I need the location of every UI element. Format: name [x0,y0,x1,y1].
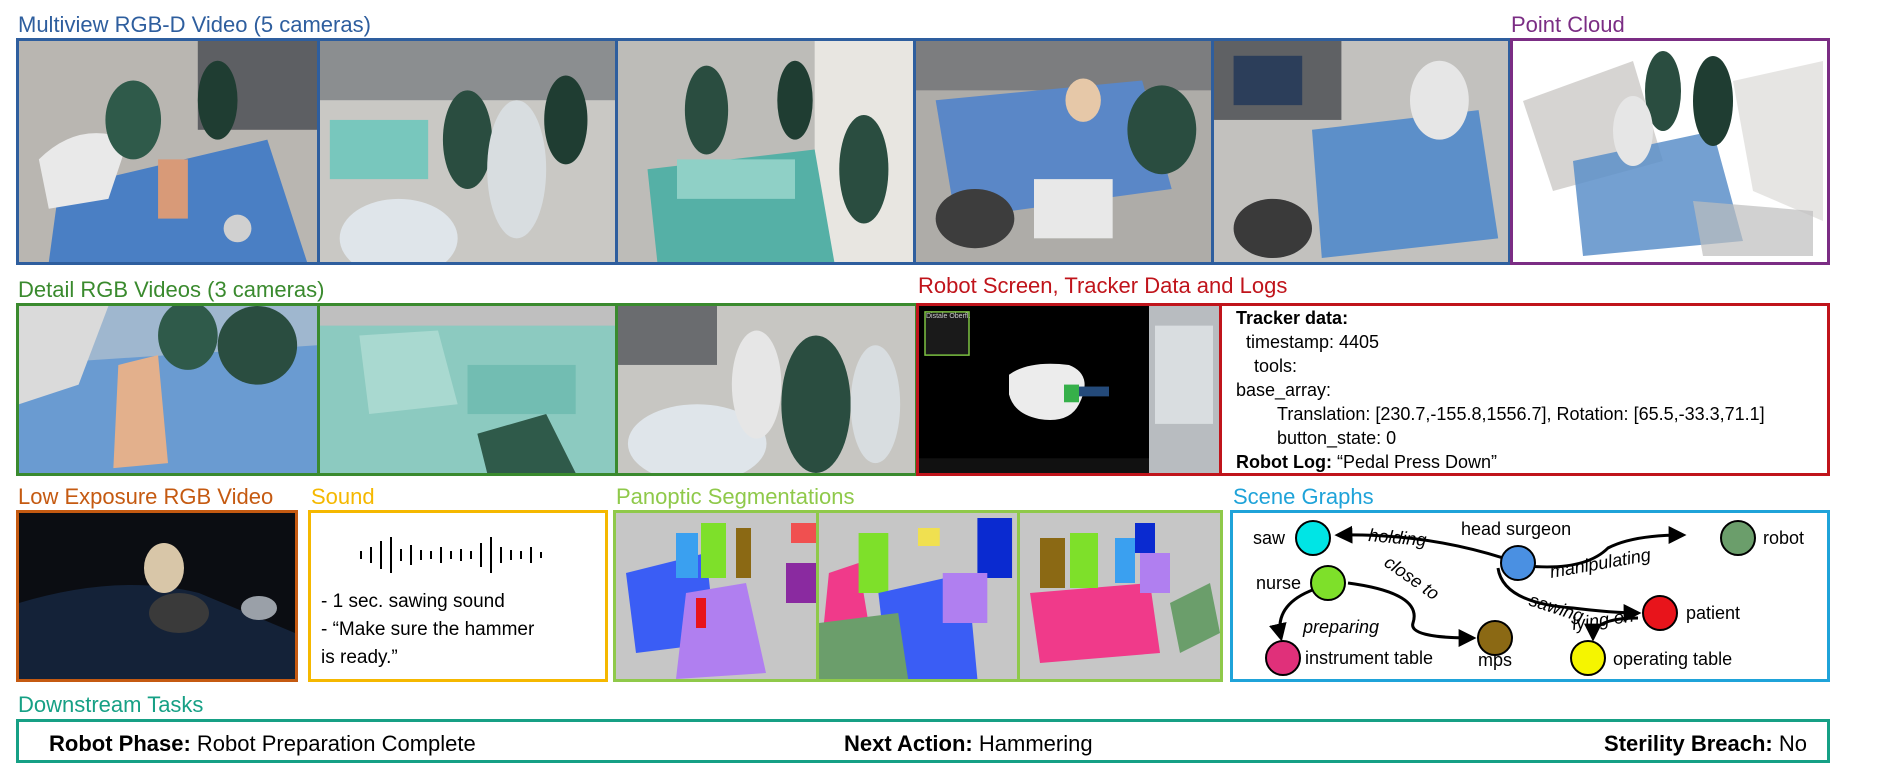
robot-log-value: “Pedal Press Down” [1336,452,1498,472]
robot-screen: Distale Oberfl. [919,306,1219,473]
sound-line-2: - “Make sure the hammer [321,619,535,640]
camera-frame-4 [916,41,1211,262]
tracker-data-block: Tracker data: timestamp: 4405 tools: bas… [1222,306,1827,473]
panoptic-panel [613,510,1223,682]
panoptic-frame-3 [1020,513,1220,679]
downstream-title: Downstream Tasks [18,692,204,717]
pointcloud-title: Point Cloud [1511,12,1625,37]
waveform-icon [360,537,542,573]
edge-close-to: close to [1381,552,1443,604]
node-saw [1295,520,1331,556]
sound-line-1: - 1 sec. sawing sound [321,591,505,612]
next-action-label: Next Action: [844,731,973,756]
tracker-button-state: button_state: 0 [1277,428,1397,448]
label-mps: mps [1478,650,1512,670]
robot-phase-label: Robot Phase: [49,731,191,756]
robot-title: Robot Screen, Tracker Data and Logs [918,273,1288,298]
panoptic-frame-1 [616,513,816,679]
sound-title: Sound [311,484,375,509]
label-robot: robot [1763,528,1804,548]
robot-screen-window-label: Distale Oberfl. [926,313,971,320]
label-patient: patient [1686,603,1740,623]
tracker-translation: Translation: [230.7,-155.8,1556.7], Rota… [1277,404,1765,424]
camera-frame-2 [320,41,615,262]
label-operating-table: operating table [1613,649,1732,669]
label-head-surgeon: head surgeon [1461,519,1571,539]
multiview-panel [16,38,1511,265]
node-nurse [1310,565,1346,601]
sound-line-3: is ready.” [321,647,398,668]
node-patient [1642,595,1678,631]
robot-phase-value: Robot Preparation Complete [196,731,476,756]
tracker-header: Tracker data: [1236,308,1349,328]
node-operating-table [1570,640,1606,676]
node-robot [1720,520,1756,556]
node-instrument-table [1265,640,1301,676]
label-instrument-table: instrument table [1305,648,1433,668]
edge-holding: holding [1368,525,1428,550]
sterility-breach-value: No [1778,731,1807,756]
detail-title: Detail RGB Videos (3 cameras) [18,277,325,302]
detail-camera-3 [618,306,915,473]
panoptic-frame-2 [819,513,1017,679]
downstream-panel: Robot Phase: Robot Preparation Complete … [16,719,1830,763]
tracker-base-array: base_array: [1236,380,1332,400]
lowexp-title: Low Exposure RGB Video [18,484,274,509]
lowexp-panel [16,510,298,682]
edge-preparing: preparing [1302,617,1379,637]
next-action-value: Hammering [978,731,1093,756]
camera-frame-3 [618,41,913,262]
robot-panel: Distale Oberfl. Tracker data: timestamp:… [916,303,1830,476]
edge-manipulating: manipulating [1548,545,1652,582]
detail-camera-2 [320,306,615,473]
node-head-surgeon [1500,545,1536,581]
robot-log-label: Robot Log: [1236,452,1332,472]
detail-panel [16,303,918,476]
sterility-breach-label: Sterility Breach: [1604,731,1773,756]
camera-frame-5 [1214,41,1508,262]
camera-frame-1 [19,41,317,262]
tracker-tools: tools: [1254,356,1298,376]
detail-camera-1 [19,306,317,473]
label-nurse: nurse [1256,573,1301,593]
tracker-timestamp: timestamp: 4405 [1246,332,1380,352]
sound-panel: - 1 sec. sawing sound - “Make sure the h… [308,510,608,682]
multiview-title: Multiview RGB-D Video (5 cameras) [18,12,371,37]
scenegraph-panel: saw head surgeon robot nurse patient ins… [1230,510,1830,682]
node-mps [1477,620,1513,656]
label-saw: saw [1253,528,1286,548]
pointcloud-panel [1510,38,1830,265]
scenegraph-title: Scene Graphs [1233,484,1374,509]
panoptic-title: Panoptic Segmentations [616,484,855,509]
